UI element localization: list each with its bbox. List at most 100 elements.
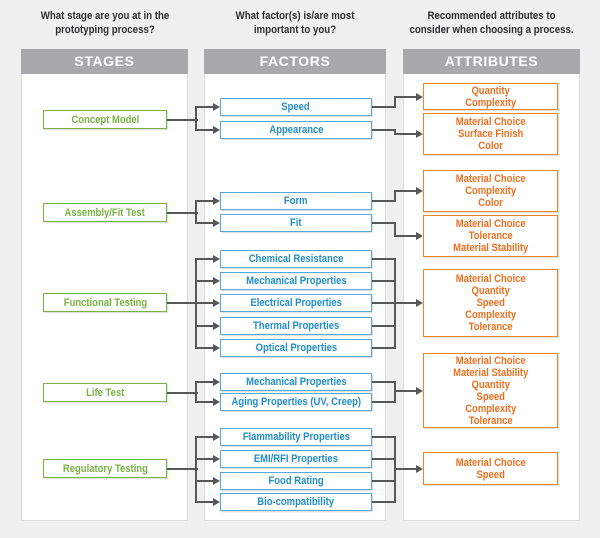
connector-line <box>394 381 396 403</box>
connector-line <box>195 436 197 503</box>
factor-box-fit: Fit <box>220 214 372 232</box>
arrowhead-icon <box>213 255 220 263</box>
connector-line <box>372 347 396 349</box>
connector-line <box>372 258 396 260</box>
factor-label: EMI/RFI Properties <box>253 453 339 465</box>
arrowhead-icon <box>213 344 220 352</box>
connector-line <box>395 190 416 192</box>
connector-line <box>196 501 213 503</box>
arrowhead-icon <box>213 103 220 111</box>
arrowhead-icon <box>213 398 220 406</box>
question-factors: What factor(s) is/are most important to … <box>235 10 355 36</box>
connector-line <box>372 302 396 304</box>
factor-box-speed: Speed <box>220 98 372 116</box>
arrowhead-icon <box>416 464 423 473</box>
stage-box-regulatory-testing: Regulatory Testing <box>43 459 167 478</box>
connector-line <box>195 106 197 131</box>
factor-label: Form <box>284 195 308 207</box>
connector-line <box>196 200 213 202</box>
factor-label: Mechanical Properties <box>245 275 347 287</box>
arrowhead-icon <box>213 197 220 205</box>
arrowhead-icon <box>213 455 220 463</box>
connector-line <box>196 129 213 131</box>
connector-line <box>196 280 213 282</box>
connector-line <box>394 95 396 108</box>
factor-label: Chemical Resistance <box>248 253 344 265</box>
connector-line <box>372 129 396 131</box>
connector-line <box>195 200 197 224</box>
connector-line <box>167 391 198 394</box>
connector-line <box>395 302 416 304</box>
factor-box-electrical-properties: Electrical Properties <box>220 294 372 312</box>
factor-label: Bio-compatibility <box>257 496 335 508</box>
connector-line <box>196 258 213 260</box>
arrowhead-icon <box>213 322 220 330</box>
connector-line <box>196 347 213 349</box>
connector-line <box>395 467 416 470</box>
connector-line <box>196 401 213 403</box>
factor-label: Fit <box>290 217 302 229</box>
factor-label: Food Rating <box>268 475 324 487</box>
factor-box-chemical-resistance: Chemical Resistance <box>220 250 372 268</box>
factor-box-mechanical-properties: Mechanical Properties <box>220 272 372 290</box>
factor-box-form: Form <box>220 192 372 210</box>
factor-label: Flammability Properties <box>242 431 350 443</box>
connector-line <box>372 401 396 403</box>
stage-box-life-test: Life Test <box>43 383 167 402</box>
factor-label: Speed <box>281 101 311 113</box>
factor-box-appearance: Appearance <box>220 121 372 139</box>
stage-box-assembly-fit-test: Assembly/Fit Test <box>43 203 167 222</box>
connector-line <box>372 106 396 108</box>
factor-label: Mechanical Properties <box>245 376 347 388</box>
arrowhead-icon <box>416 299 423 307</box>
connector-line <box>394 436 396 503</box>
attributes-column-header: ATTRIBUTES <box>403 49 580 74</box>
connector-line <box>395 133 416 135</box>
connector-line <box>196 458 213 460</box>
connector-line <box>196 222 213 224</box>
connector-line <box>395 235 416 237</box>
connector-line <box>196 106 213 108</box>
connector-line <box>372 200 396 202</box>
arrowhead-icon <box>416 92 423 101</box>
stage-label: Assembly/Fit Test <box>64 206 146 219</box>
factor-label: Optical Properties <box>255 342 337 354</box>
connector-line <box>196 381 213 383</box>
stage-box-concept-model: Concept Model <box>43 110 167 129</box>
connector-line <box>196 325 213 327</box>
stage-label: Concept Model <box>71 113 139 126</box>
stage-label: Functional Testing <box>63 296 147 309</box>
factor-box-bio-compatibility: Bio-compatibility <box>220 493 372 511</box>
arrowhead-icon <box>213 498 220 506</box>
arrowhead-icon <box>213 477 220 485</box>
factor-label: Appearance <box>268 124 324 136</box>
arrowhead-icon <box>213 277 220 285</box>
connector-line <box>394 190 396 202</box>
factor-box-aging-properties-uv-creep: Aging Properties (UV, Creep) <box>220 393 372 411</box>
factor-box-food-rating: Food Rating <box>220 472 372 490</box>
arrowhead-icon <box>213 219 220 227</box>
arrowhead-icon <box>213 378 220 386</box>
factor-box-flammability-properties: Flammability Properties <box>220 428 372 446</box>
factor-label: Electrical Properties <box>250 297 342 309</box>
arrowhead-icon <box>416 130 423 138</box>
connector-line <box>394 222 396 237</box>
factor-label: Aging Properties (UV, Creep) <box>231 396 361 408</box>
arrowhead-icon <box>416 386 423 395</box>
connector-line <box>167 118 198 121</box>
connector-line <box>372 381 396 383</box>
question-stages: What stage are you at in the prototyping… <box>40 10 170 36</box>
factor-box-optical-properties: Optical Properties <box>220 339 372 357</box>
arrowhead-icon <box>416 187 423 195</box>
